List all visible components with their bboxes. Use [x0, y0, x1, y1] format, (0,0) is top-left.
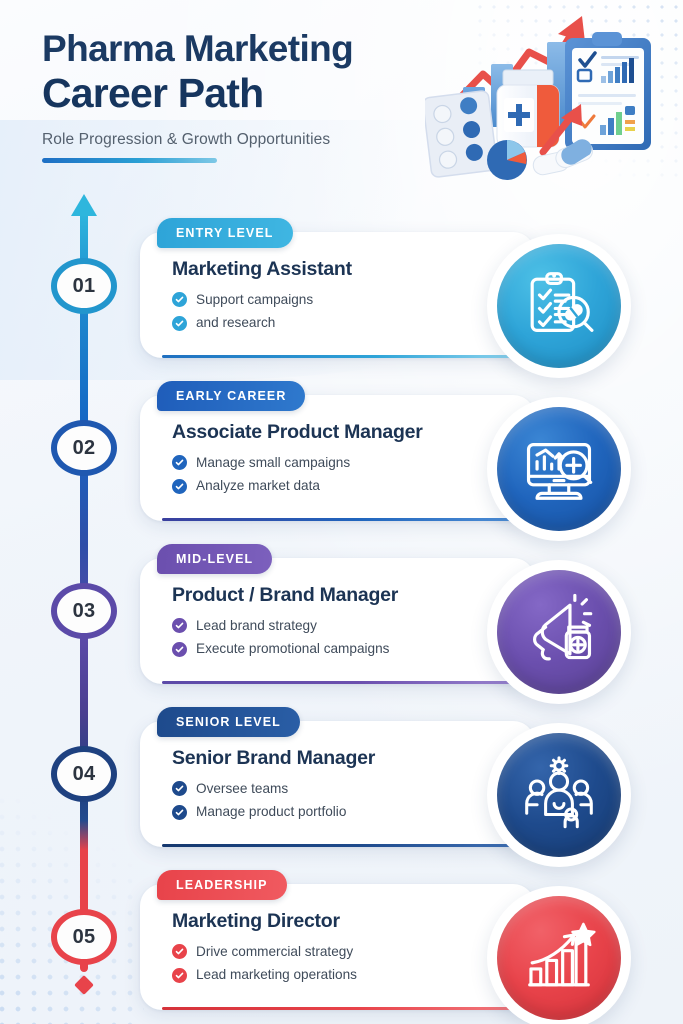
career-step-4[interactable]: Senior Brand Manager Oversee teams	[0, 707, 683, 870]
step-icon-bubble	[487, 560, 631, 704]
timeline-up-arrow-icon	[71, 194, 97, 220]
responsibility-list: Lead brand strategy Execute promotional …	[172, 615, 515, 659]
role-title: Associate Product Manager	[172, 421, 423, 443]
monitor-analytics-magnifier-icon	[497, 407, 621, 531]
card-accent-bar	[162, 843, 517, 847]
career-step-2[interactable]: Associate Product Manager Manage small c…	[0, 381, 683, 544]
growth-chart-star-icon	[497, 896, 621, 1020]
list-item: and research	[172, 312, 515, 333]
pill-blister-pack-icon	[422, 90, 498, 178]
list-item: Drive commercial strategy	[172, 941, 515, 962]
page-subtitle: Role Progression & Growth Opportunities	[42, 130, 331, 148]
check-icon	[172, 804, 187, 820]
level-badge: ENTRY LEVEL	[157, 218, 293, 248]
list-item-label: Manage product portfolio	[196, 804, 347, 820]
role-title: Marketing Director	[172, 910, 340, 932]
timeline-node-02: 02	[51, 420, 117, 476]
timeline-node-label: 03	[72, 599, 96, 622]
career-step-1[interactable]: Marketing Assistant Support campaigns	[0, 218, 683, 381]
list-item-label: Lead marketing operations	[196, 967, 357, 983]
clipboard-checklist-magnifier-icon	[497, 244, 621, 368]
list-item: Oversee teams	[172, 778, 515, 799]
responsibility-list: Support campaigns and research	[172, 289, 515, 333]
card-accent-bar	[162, 1006, 517, 1010]
list-item: Execute promotional campaigns	[172, 638, 515, 659]
step-icon-bubble	[487, 397, 631, 541]
list-item: Support campaigns	[172, 289, 515, 310]
timeline-node-04: 04	[51, 746, 117, 802]
list-item-label: Support campaigns	[196, 292, 314, 308]
card-accent-bar	[162, 517, 517, 521]
list-item: Analyze market data	[172, 475, 515, 496]
check-icon	[172, 967, 187, 983]
step-card[interactable]: Associate Product Manager Manage small c…	[140, 395, 535, 521]
team-gear-icon	[497, 733, 621, 857]
list-item-label: and research	[196, 315, 276, 331]
list-item: Lead marketing operations	[172, 964, 515, 985]
timeline-node-03: 03	[51, 583, 117, 639]
responsibility-list: Manage small campaigns Analyze market da…	[172, 452, 515, 496]
list-item-label: Drive commercial strategy	[196, 944, 354, 960]
page-title-line1: Pharma Marketing	[42, 28, 354, 69]
pie-chart-icon	[487, 140, 527, 180]
check-icon	[172, 781, 187, 797]
step-card[interactable]: Marketing Director Drive commercial stra…	[140, 884, 535, 1010]
role-title: Marketing Assistant	[172, 258, 352, 280]
step-card[interactable]: Senior Brand Manager Oversee teams	[140, 721, 535, 847]
header: Pharma Marketing Career Path Role Progre…	[0, 0, 683, 163]
medicine-bottle-icon	[496, 69, 560, 148]
list-item-label: Analyze market data	[196, 478, 320, 494]
secondary-growth-arrow-icon	[539, 104, 582, 156]
card-accent-bar	[162, 680, 517, 684]
check-icon	[172, 641, 187, 657]
check-icon	[172, 478, 187, 494]
role-title: Product / Brand Manager	[172, 584, 399, 606]
page-title-line2: Career Path	[42, 70, 264, 117]
step-card[interactable]: Product / Brand Manager Lead brand strat…	[140, 558, 535, 684]
level-badge: EARLY CAREER	[157, 381, 306, 411]
check-icon	[172, 315, 187, 331]
level-badge: LEADERSHIP	[157, 870, 287, 900]
responsibility-list: Oversee teams Manage product portfolio	[172, 778, 515, 822]
role-title: Senior Brand Manager	[172, 747, 376, 769]
clipboard-report-icon	[565, 32, 651, 150]
megaphone-medicine-bottle-icon	[497, 570, 621, 694]
responsibility-list: Drive commercial strategy Lead marketing…	[172, 941, 515, 985]
step-icon-bubble	[487, 886, 631, 1024]
career-step-5[interactable]: Marketing Director Drive commercial stra…	[0, 870, 683, 1024]
card-accent-bar	[162, 354, 517, 358]
timeline-node-label: 04	[72, 762, 96, 785]
level-badge: MID-LEVEL	[157, 544, 273, 574]
timeline-node-label: 02	[72, 436, 96, 459]
list-item-label: Oversee teams	[196, 781, 289, 797]
check-icon	[172, 455, 187, 471]
check-icon	[172, 292, 187, 308]
list-item-label: Manage small campaigns	[196, 455, 351, 471]
check-icon	[172, 944, 187, 960]
list-item: Lead brand strategy	[172, 615, 515, 636]
list-item-label: Lead brand strategy	[196, 618, 317, 634]
career-steps-list: Marketing Assistant Support campaigns	[0, 218, 683, 1024]
check-icon	[172, 618, 187, 634]
step-icon-bubble	[487, 723, 631, 867]
level-badge: SENIOR LEVEL	[157, 707, 300, 737]
step-card[interactable]: Marketing Assistant Support campaigns	[140, 232, 535, 358]
list-item-label: Execute promotional campaigns	[196, 641, 390, 657]
hero-illustration	[422, 12, 675, 187]
subtitle-underline	[42, 157, 217, 163]
list-item: Manage product portfolio	[172, 801, 515, 822]
list-item: Manage small campaigns	[172, 452, 515, 473]
capsules-icon	[532, 139, 593, 176]
step-icon-bubble	[487, 234, 631, 378]
career-step-3[interactable]: Product / Brand Manager Lead brand strat…	[0, 544, 683, 707]
